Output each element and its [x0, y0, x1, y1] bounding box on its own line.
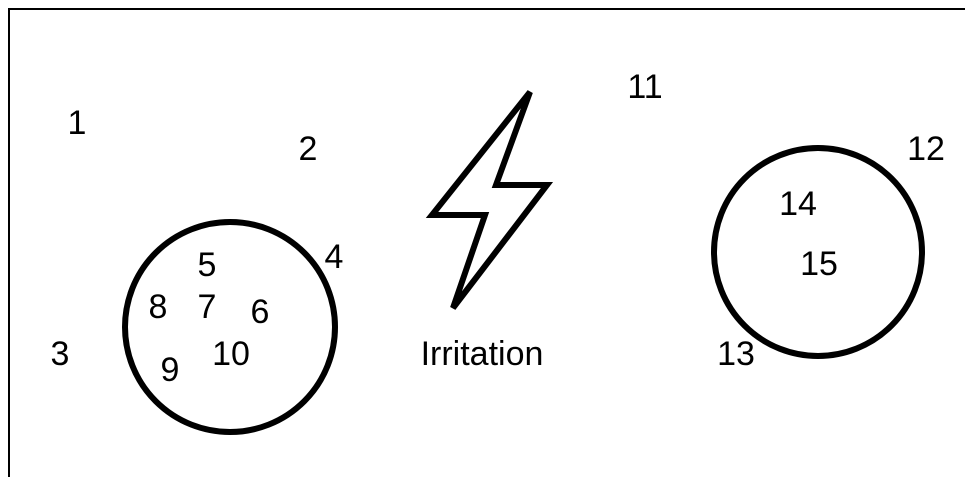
label-10: 10 [212, 335, 250, 373]
label-12: 12 [907, 130, 945, 168]
frame-left-border [8, 8, 10, 477]
right-circle [711, 145, 925, 359]
label-1: 1 [68, 104, 87, 142]
label-11: 11 [627, 68, 662, 106]
label-14: 14 [779, 185, 817, 223]
irritation-caption: Irritation [421, 335, 544, 373]
label-7: 7 [198, 288, 217, 326]
label-2: 2 [299, 130, 318, 168]
label-3: 3 [51, 335, 70, 373]
label-4: 4 [325, 238, 344, 276]
label-15: 15 [800, 245, 838, 283]
label-9: 9 [161, 351, 180, 389]
lightning-bolt-icon [425, 90, 554, 310]
label-5: 5 [198, 246, 217, 284]
label-6: 6 [251, 293, 270, 331]
label-13: 13 [717, 335, 755, 373]
left-circle [122, 219, 338, 435]
label-8: 8 [149, 288, 168, 326]
frame-top-border [8, 8, 965, 10]
